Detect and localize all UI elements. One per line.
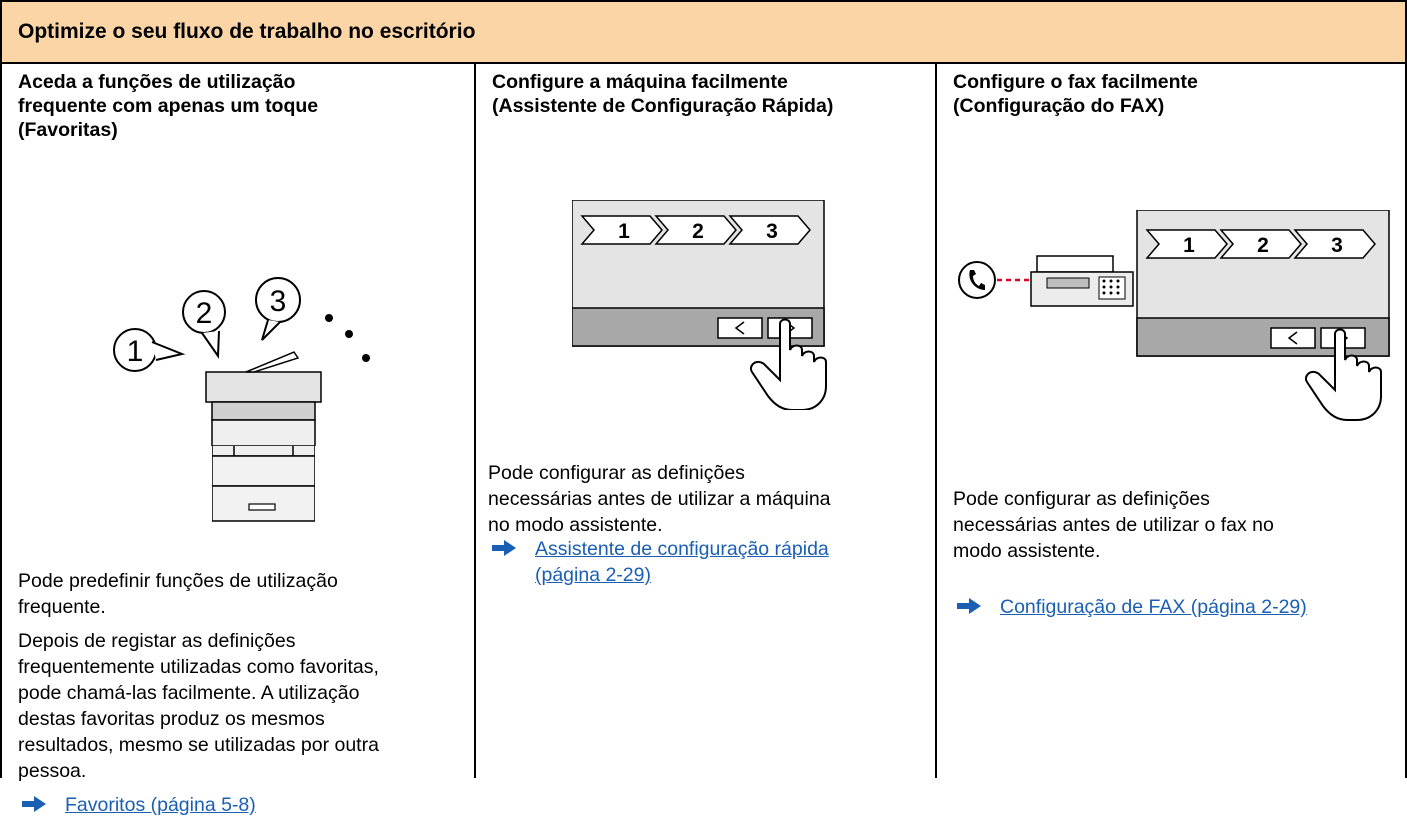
quick-setup-link[interactable]: Assistente de configuração rápida (págin… [535, 538, 829, 586]
arrow-right-icon [957, 598, 981, 614]
quick-setup-link-row: Assistente de configuração rápida (págin… [492, 536, 829, 588]
section-title: Optimize o seu fluxo de trabalho no escr… [18, 20, 476, 43]
phone-icon [958, 261, 996, 299]
quick-setup-screen-illustration: 1 2 3 [572, 200, 827, 410]
pointing-hand-icon [750, 318, 827, 410]
fax-setup-title: Configure o fax facilmente (Configuração… [953, 71, 1198, 117]
arrow-right-icon [492, 540, 516, 556]
step-1-label: 1 [618, 220, 630, 243]
step-3-label: 3 [766, 220, 778, 243]
badge-2-label: 2 [196, 297, 213, 330]
badge-1-label: 1 [127, 335, 144, 368]
feature-columns: Aceda a funções de utilização frequente … [2, 64, 1405, 816]
fax-setup-link-row: Configuração de FAX (página 2-29) [957, 594, 1307, 620]
favorites-title: Aceda a funções de utilização frequente … [18, 71, 319, 141]
step-3-label: 3 [1331, 234, 1343, 257]
fax-machine-icon [1030, 255, 1134, 307]
favorites-link-row: Favoritos (página 5-8) [22, 792, 256, 818]
pointing-hand-icon [1305, 328, 1382, 421]
printer-lower-body [212, 446, 315, 522]
badge-3-label: 3 [270, 285, 287, 318]
fax-setup-paragraph: Pode configurar as definições necessária… [953, 488, 1274, 562]
back-button-icon [717, 317, 763, 339]
step-2-label: 2 [1257, 234, 1269, 257]
favorites-printer-illustration: 1 2 3 [113, 277, 370, 446]
quick-setup-column: Configure a máquina facilmente (Assisten… [476, 64, 937, 778]
favorites-paragraph-2: Depois de registar as definições frequen… [18, 630, 379, 782]
fax-setup-column: Configure o fax facilmente (Configuração… [937, 64, 1405, 778]
favorites-paragraph-1: Pode predefinir funções de utilização fr… [18, 570, 338, 618]
favorites-link[interactable]: Favoritos (página 5-8) [65, 794, 256, 816]
fax-setup-illustration: 1 2 3 [958, 210, 1390, 421]
back-button-icon [1270, 327, 1316, 349]
favorites-column: Aceda a funções de utilização frequente … [2, 64, 476, 816]
step-2-label: 2 [692, 220, 704, 243]
section-header: Optimize o seu fluxo de trabalho no escr… [2, 2, 1405, 64]
quick-setup-paragraph: Pode configurar as definições necessária… [488, 462, 831, 536]
quick-setup-title: Configure a máquina facilmente (Assisten… [492, 71, 834, 117]
printer-icon [205, 351, 322, 446]
arrow-right-icon [22, 796, 46, 812]
fax-setup-link[interactable]: Configuração de FAX (página 2-29) [1000, 596, 1307, 618]
step-indicator: 1 2 3 [580, 215, 811, 245]
step-indicator: 1 2 3 [1145, 229, 1376, 259]
step-1-label: 1 [1183, 234, 1195, 257]
